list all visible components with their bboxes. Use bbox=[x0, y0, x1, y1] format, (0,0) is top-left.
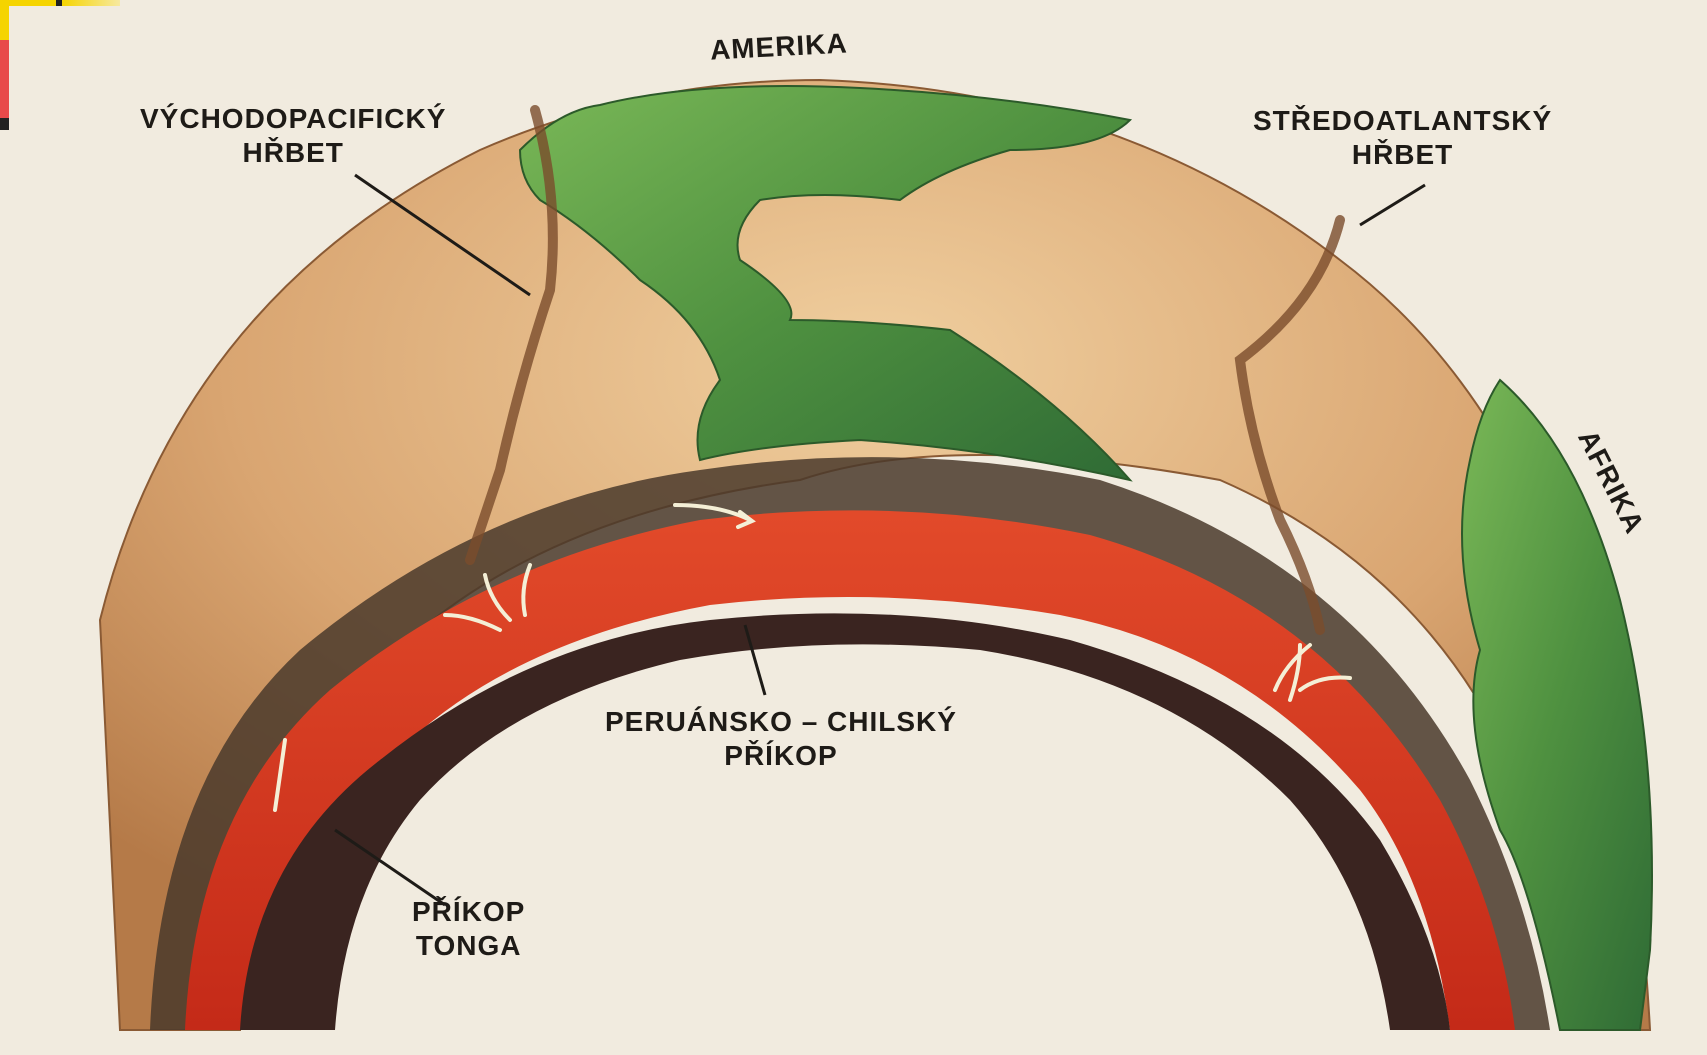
label-mid-atlantic-ridge: STŘEDOATLANTSKÝ HŘBET bbox=[1253, 104, 1552, 172]
label-peru-chile-trench: PERUÁNSKO – CHILSKÝ PŘÍKOP bbox=[605, 705, 957, 773]
label-mid-atlantic-ridge-line2: HŘBET bbox=[1253, 138, 1552, 172]
label-east-pacific-ridge-line1: VÝCHODOPACIFICKÝ bbox=[140, 102, 446, 136]
label-peru-chile-trench-line2: PŘÍKOP bbox=[605, 739, 957, 773]
label-peru-chile-trench-line1: PERUÁNSKO – CHILSKÝ bbox=[605, 705, 957, 739]
corner-top-strip bbox=[0, 0, 120, 6]
label-east-pacific-ridge: VÝCHODOPACIFICKÝ HŘBET bbox=[140, 102, 446, 170]
mid-atlantic-leader bbox=[1360, 185, 1425, 225]
label-tonga-trench: PŘÍKOP TONGA bbox=[412, 895, 525, 963]
corner-color-strip bbox=[0, 0, 9, 130]
label-tonga-trench-line2: TONGA bbox=[412, 929, 525, 963]
label-tonga-trench-line1: PŘÍKOP bbox=[412, 895, 525, 929]
label-mid-atlantic-ridge-line1: STŘEDOATLANTSKÝ bbox=[1253, 104, 1552, 138]
label-east-pacific-ridge-line2: HŘBET bbox=[140, 136, 446, 170]
label-amerika: AMERIKA bbox=[709, 26, 848, 67]
